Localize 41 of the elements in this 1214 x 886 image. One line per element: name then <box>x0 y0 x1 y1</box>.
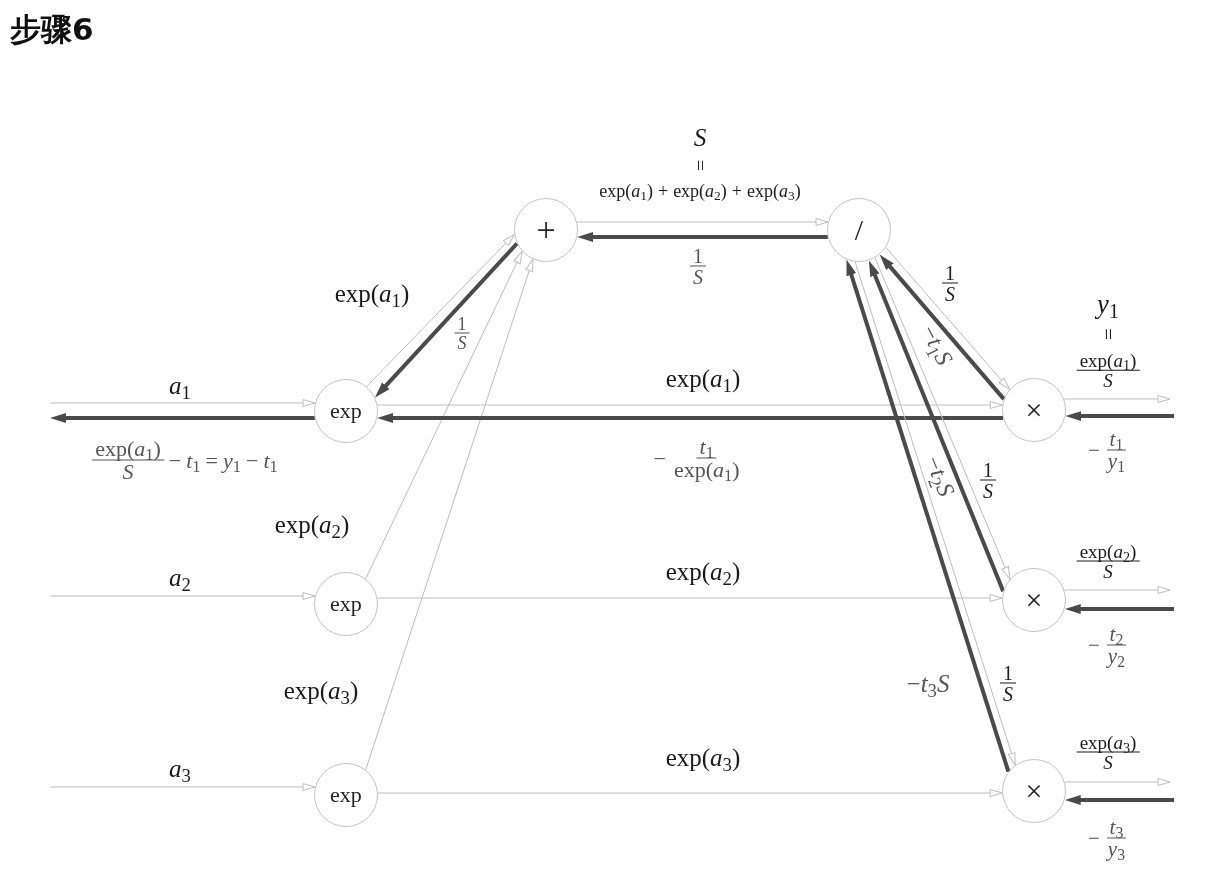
edge-label: a$_{1}$ <box>169 372 191 398</box>
arrow <box>1064 778 1171 786</box>
arrow <box>1064 795 1174 805</box>
arrow <box>1065 411 1174 421</box>
edge-label: exp(a$_{2}$) <box>665 558 741 584</box>
arrow <box>377 789 1003 797</box>
edge-label: y$_{1}$ = exp(a$_{1}$) S <box>1076 290 1140 390</box>
arrow <box>1064 604 1174 614</box>
edge-label: 1 S <box>942 262 958 304</box>
edge-label: exp(a$_{3}$) <box>665 744 741 770</box>
edge-label: exp(a$_{3}$) <box>283 677 359 703</box>
edge-label: exp(a$_{2}$) S <box>1076 541 1140 581</box>
arrow <box>885 246 1010 390</box>
edge-label: exp(a$_{1}$) <box>334 280 410 306</box>
edge-label: exp(a$_{3}$) S <box>1076 732 1140 772</box>
edge-label: a$_{2}$ <box>169 564 191 590</box>
arrow <box>365 250 523 580</box>
edge-label: 1 S <box>690 245 706 287</box>
edge-label: exp(a$_{1}$) <box>665 365 741 391</box>
arrow <box>49 592 316 600</box>
edge-label: −t$_{3}$S <box>906 670 950 696</box>
arrow <box>49 783 316 791</box>
edge-label: 1 S <box>454 314 470 352</box>
edge-label: 1 S <box>980 459 996 501</box>
arrow <box>49 399 316 407</box>
title: 步骤6 <box>10 10 94 49</box>
arrow <box>366 234 515 387</box>
arrow <box>377 413 1003 423</box>
arrow <box>375 242 519 398</box>
arrow <box>365 258 534 771</box>
arrow <box>879 254 1006 401</box>
arrow <box>376 401 1003 409</box>
edge-label: S = exp(a$_{1}$) + exp(a$_{2}$) + exp(a$_{3}$) <box>599 124 801 200</box>
arrow <box>577 232 828 242</box>
edge-label: 1 S <box>1000 662 1016 704</box>
arrow <box>576 218 829 226</box>
edge-label: a$_{3}$ <box>169 755 191 781</box>
edge-label: exp(a$_{1}$) S − t$_{1}$ = y$_{1}$ − t$_{1}$ <box>92 437 278 483</box>
arrow <box>50 413 315 423</box>
arrow <box>376 594 1003 602</box>
edge-label: exp(a$_{2}$) <box>274 511 350 537</box>
